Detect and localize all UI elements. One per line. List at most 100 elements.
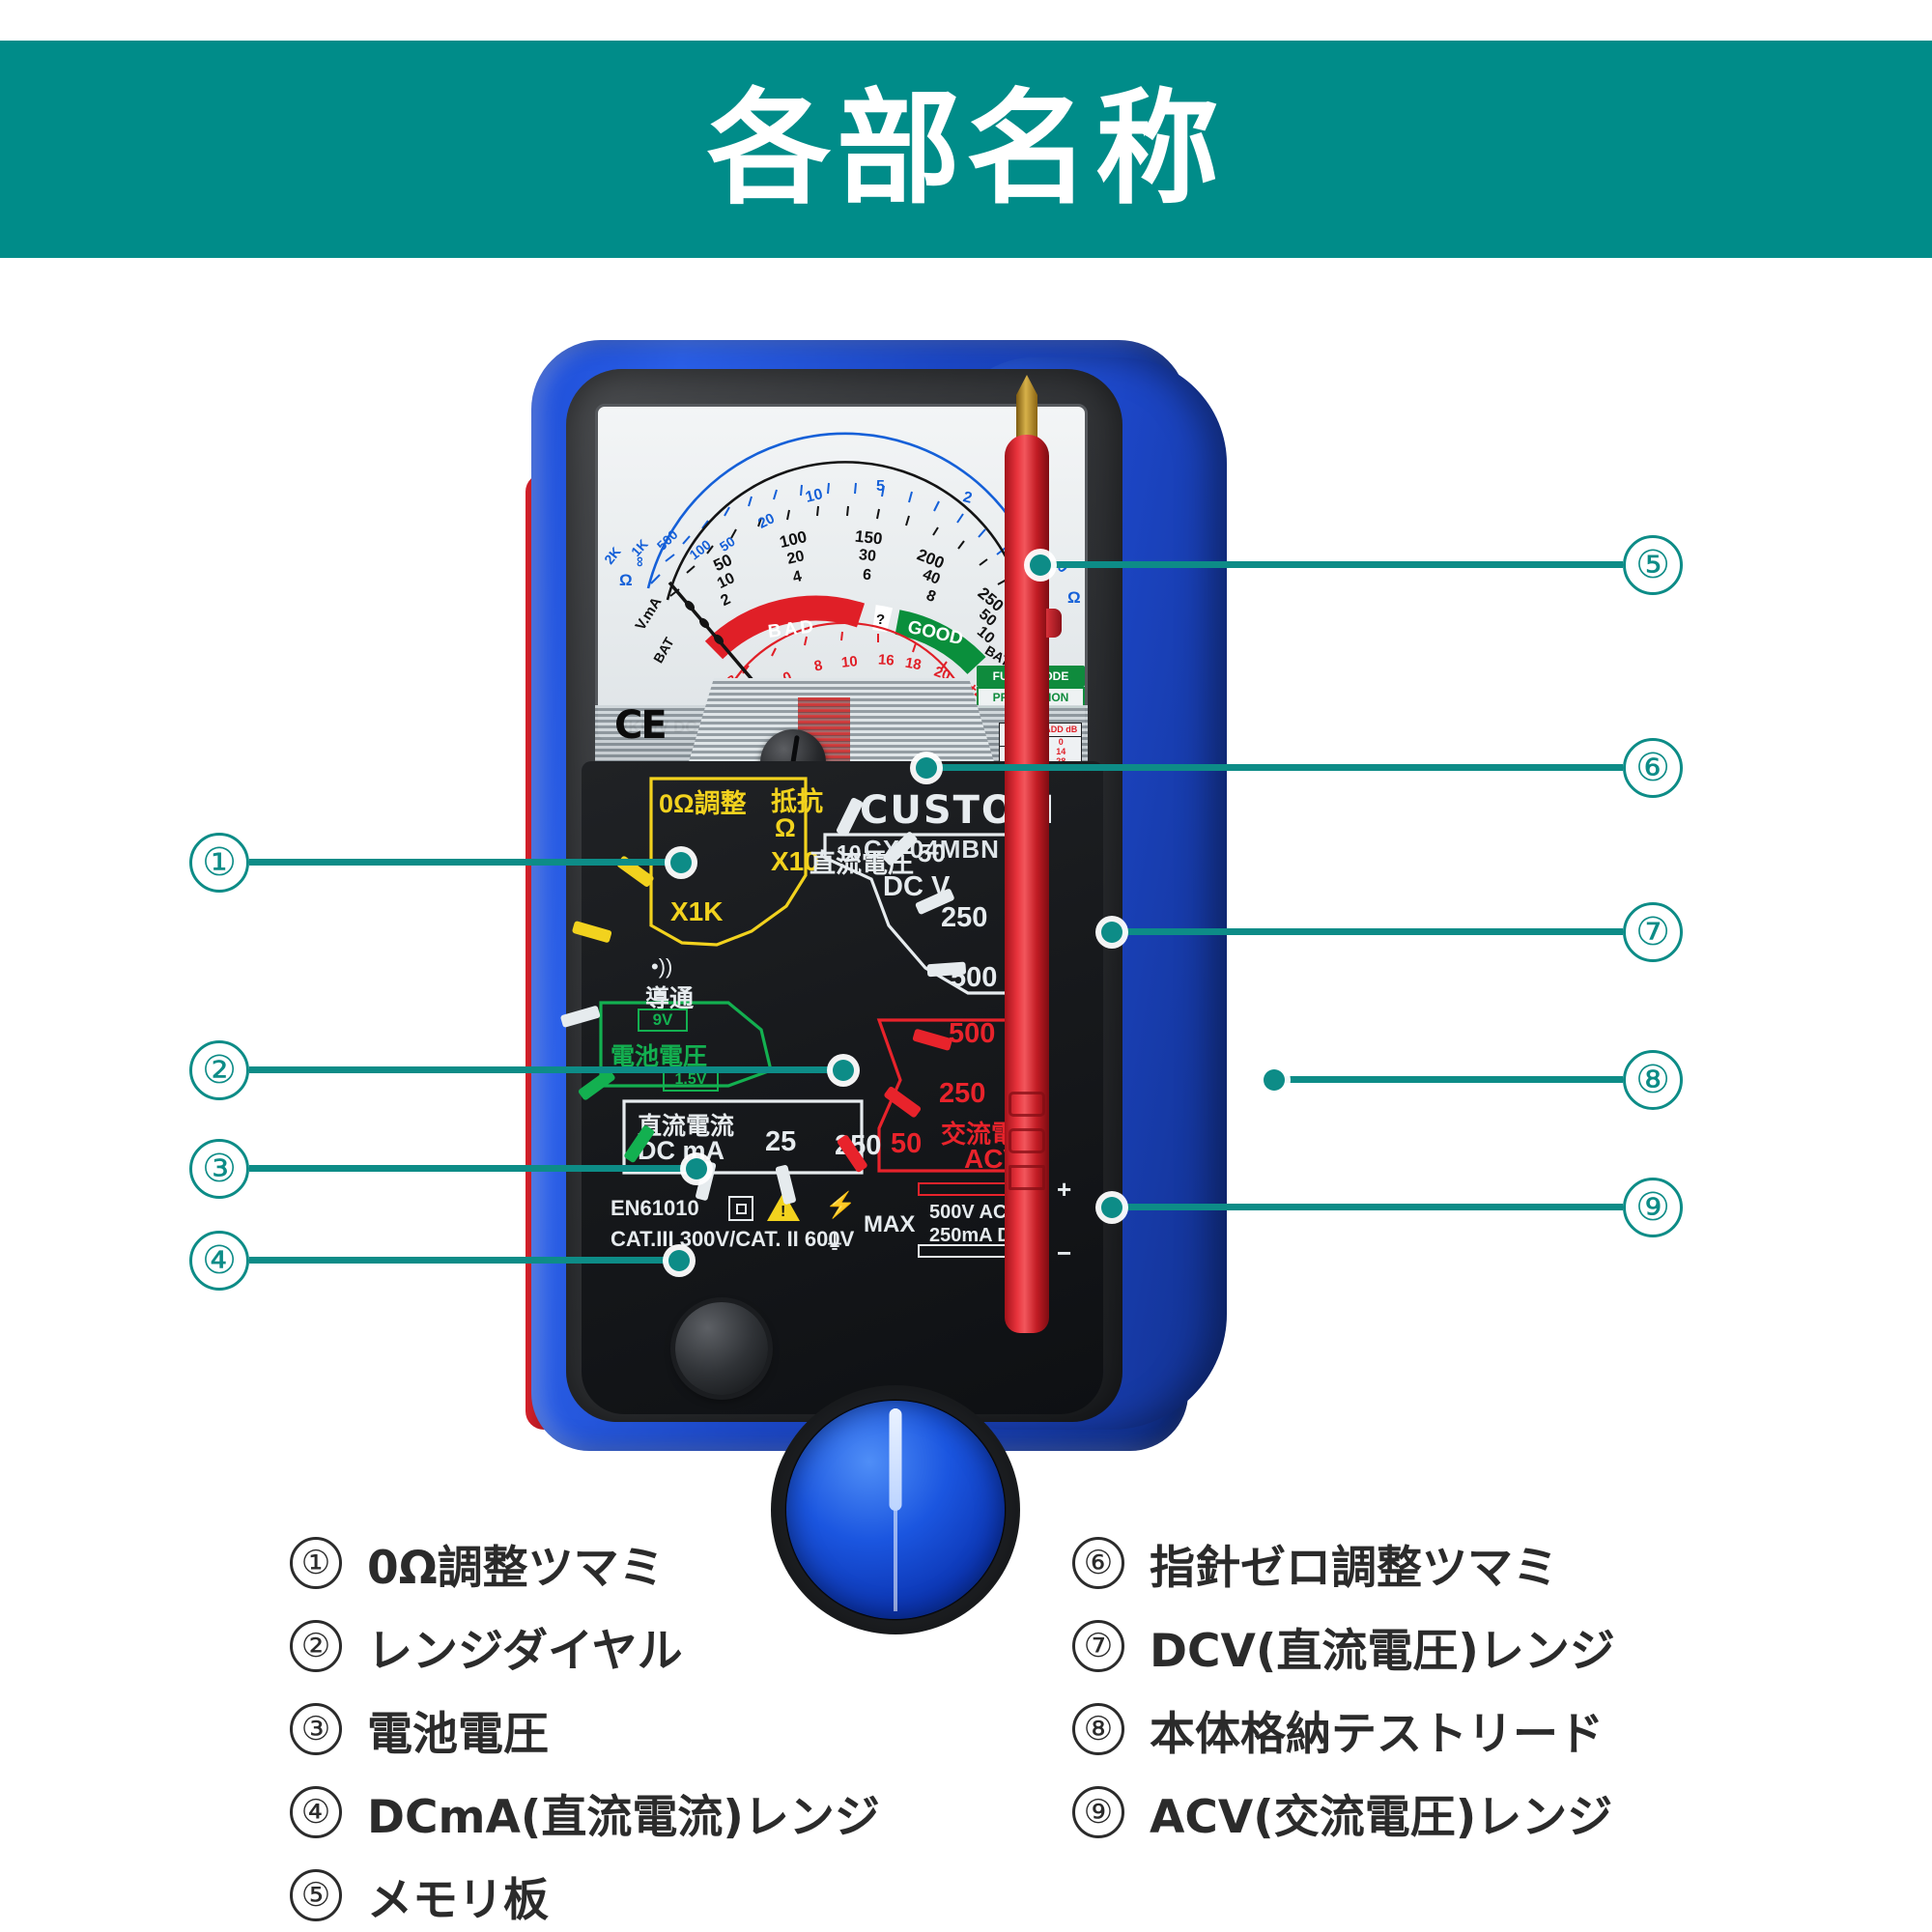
legend-number-2: ②	[290, 1620, 342, 1672]
legend-item-2: ② レンジダイヤル	[290, 1605, 880, 1688]
acv-range-500: 500	[949, 1018, 996, 1049]
callout-number-4: ④	[189, 1231, 249, 1291]
page-title: 各部名称	[706, 76, 1225, 221]
callout-number-8: ⑧	[1623, 1050, 1683, 1110]
max-value-current: 250mA DC	[929, 1225, 1026, 1246]
dcma-range-25: 25	[765, 1126, 797, 1157]
test-lead-red[interactable]	[1005, 435, 1049, 1333]
legend-label-9: ACV(交流電圧)レンジ	[1150, 1790, 1613, 1844]
callout-dot-6	[916, 757, 937, 779]
legend-label-1: 0Ω調整ツマミ	[367, 1541, 665, 1595]
callout-line-5	[1041, 561, 1623, 568]
legend-item-7: ⑦ DCV(直流電圧)レンジ	[1072, 1605, 1615, 1688]
category-label: CAT.III 300V/CAT. II 600V	[611, 1227, 855, 1251]
legend-number-9: ⑨	[1072, 1786, 1124, 1838]
dcma-label-jp: 直流電流	[638, 1113, 735, 1140]
acv-range-250: 250	[939, 1078, 986, 1109]
legend-item-3: ③ 電池電圧	[290, 1688, 880, 1771]
callout-line-2	[249, 1066, 840, 1073]
callout-dot-9	[1101, 1197, 1122, 1218]
page-banner: 各部名称	[0, 41, 1932, 258]
legend-number-4: ④	[290, 1786, 342, 1838]
callout-line-9	[1113, 1204, 1623, 1210]
legend-label-2: レンジダイヤル	[367, 1624, 683, 1678]
callout-number-3: ③	[189, 1139, 249, 1199]
callout-line-8	[1275, 1076, 1623, 1083]
db-tick-10: 10	[840, 653, 859, 671]
callout-number-2: ②	[189, 1040, 249, 1100]
callout-dot-8	[1264, 1069, 1285, 1091]
test-lead-emboss-ce	[1009, 1092, 1045, 1117]
legend-item-6: ⑥ 指針ゼロ調整ツマミ	[1072, 1521, 1615, 1605]
battery-9v-label: 9V	[652, 1010, 673, 1029]
continuity-buzzer-icon: •))	[651, 954, 673, 979]
battery-15v-label: 1.5V	[674, 1071, 707, 1088]
callout-line-7	[1113, 928, 1623, 935]
dc-tick-150: 150	[854, 526, 884, 549]
ground-icon: ⏚	[825, 1233, 844, 1254]
resistance-x10-label: X10	[771, 846, 819, 876]
question-band-label: ?	[876, 611, 886, 628]
legend-number-7: ⑦	[1072, 1620, 1124, 1672]
test-lead-emboss-class-ii	[1009, 1128, 1045, 1153]
legend-number-1: ①	[290, 1537, 342, 1589]
callout-number-1: ①	[189, 833, 249, 893]
range-selector-ring	[771, 1385, 1020, 1634]
range-selector-dial[interactable]	[786, 1401, 1005, 1619]
dial-tick-acv-500	[912, 1028, 953, 1052]
class-ii-icon	[728, 1196, 753, 1221]
legend-number-6: ⑥	[1072, 1537, 1124, 1589]
warning-exclamation: !	[781, 1204, 786, 1220]
legend-label-5: メモリ板	[367, 1873, 549, 1927]
max-label: MAX	[864, 1211, 916, 1237]
callout-dot-1	[670, 852, 692, 873]
battery-label: 電池電圧	[611, 1043, 708, 1070]
callout-line-1	[249, 859, 678, 866]
callout-dot-4	[668, 1250, 690, 1271]
legend-right-column: ⑥ 指針ゼロ調整ツマミ ⑦ DCV(直流電圧)レンジ ⑧ 本体格納テストリード …	[1072, 1521, 1615, 1854]
legend-item-1: ① 0Ω調整ツマミ	[290, 1521, 880, 1605]
legend-number-5: ⑤	[290, 1869, 342, 1921]
dial-pointer	[889, 1408, 902, 1511]
legend-item-8: ⑧ 本体格納テストリード	[1072, 1688, 1615, 1771]
test-lead-emboss-hourglass	[1009, 1165, 1045, 1190]
dial-tick-dcv-500	[926, 961, 967, 978]
dcma-label: DC mA	[638, 1136, 725, 1165]
callout-line-4	[249, 1257, 676, 1264]
legend-label-7: DCV(直流電圧)レンジ	[1150, 1624, 1615, 1678]
high-voltage-icon: ⚡	[825, 1190, 857, 1219]
zero-ohm-adjust-knob[interactable]	[669, 1296, 774, 1401]
legend-label-6: 指針ゼロ調整ツマミ	[1150, 1541, 1558, 1595]
db-tick-16: 16	[877, 651, 895, 669]
battery-9v-icon: 9V	[638, 1009, 688, 1032]
test-lead-clip-nub	[1046, 609, 1062, 638]
test-lead-probe-tip	[1016, 375, 1037, 442]
callout-number-9: ⑨	[1623, 1178, 1683, 1237]
dc-tick-6: 6	[862, 566, 872, 584]
legend-label-4: DCmA(直流電流)レンジ	[367, 1790, 880, 1844]
callout-number-6: ⑥	[1623, 738, 1683, 798]
acv-range-50: 50	[891, 1128, 923, 1159]
legend-label-8: 本体格納テストリード	[1150, 1707, 1604, 1761]
legend-label-3: 電池電圧	[367, 1707, 549, 1761]
callout-line-3	[249, 1165, 694, 1172]
legend-item-5: ⑤ メモリ板	[290, 1854, 880, 1932]
ohm-symbol-left: Ω	[619, 571, 633, 589]
legend-number-8: ⑧	[1072, 1703, 1124, 1755]
dcv-range-250: 250	[941, 902, 988, 933]
ohm-adjust-label: 0Ω調整	[659, 789, 747, 818]
db-tick-18: 18	[903, 654, 923, 674]
callout-dot-2	[833, 1060, 854, 1081]
parts-legend: ① 0Ω調整ツマミ ② レンジダイヤル ③ 電池電圧 ④ DCmA(直流電流)レ…	[0, 1521, 1932, 1927]
plus-terminal-label: +	[1057, 1175, 1072, 1204]
legend-number-3: ③	[290, 1703, 342, 1755]
minus-terminal-label: −	[1057, 1238, 1072, 1267]
dc-tick-30: 30	[858, 547, 877, 565]
ce-mark: CE	[614, 703, 668, 748]
callout-line-6	[927, 764, 1623, 771]
dcv-range-10: 10	[837, 840, 862, 866]
resistance-x1k-label: X1K	[670, 896, 724, 926]
callout-dot-7	[1101, 922, 1122, 943]
legend-item-9: ⑨ ACV(交流電圧)レンジ	[1072, 1771, 1615, 1854]
